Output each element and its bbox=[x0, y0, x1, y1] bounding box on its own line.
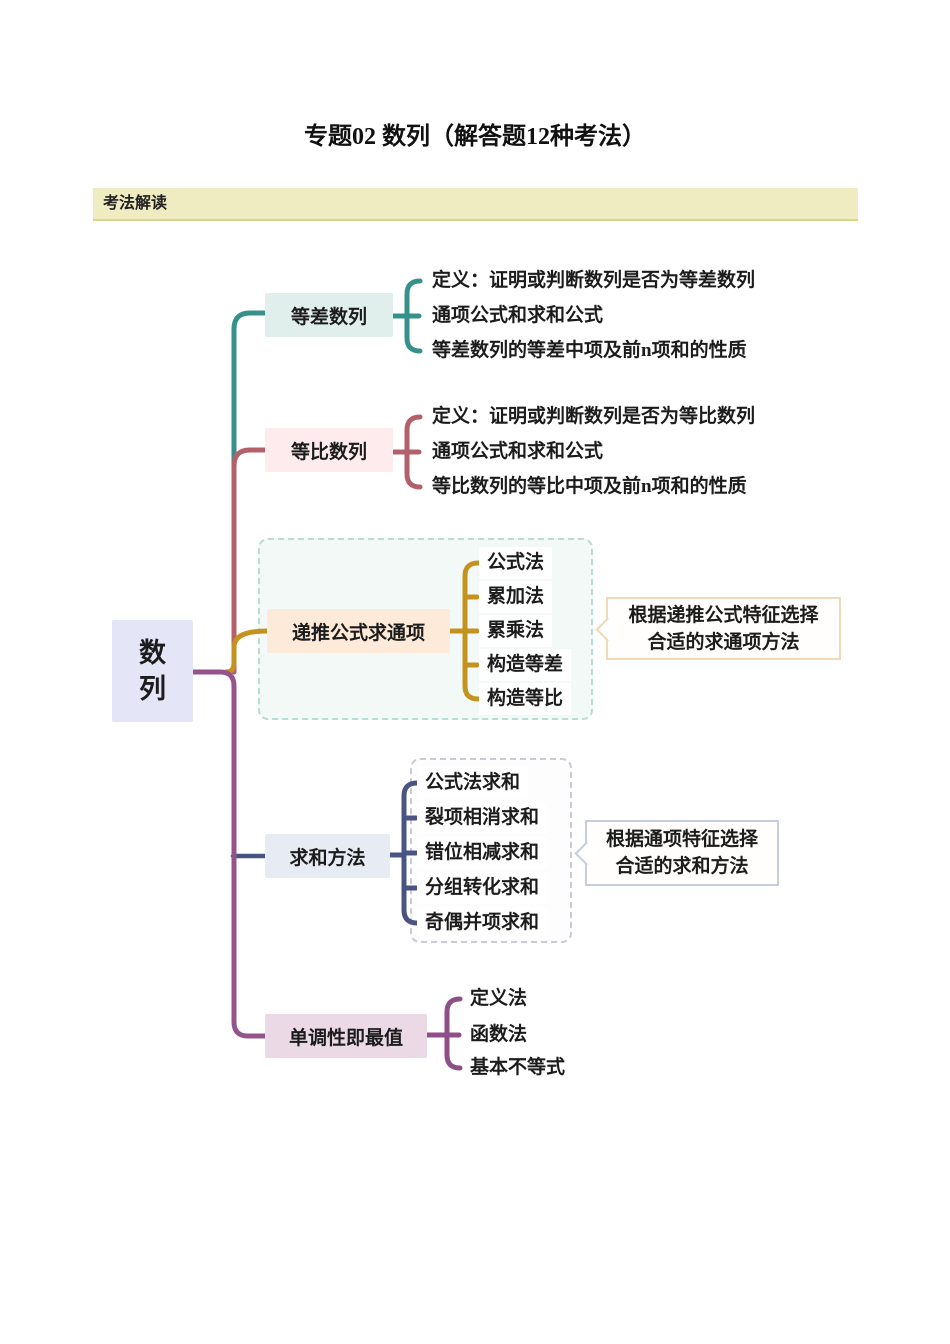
geometric-brace bbox=[390, 414, 423, 490]
root-node-char-1: 数 bbox=[139, 638, 166, 668]
leaf-item: 分组转化求和 bbox=[417, 872, 548, 904]
recursive-brace bbox=[447, 560, 481, 702]
note-summation-method-choice: 根据通项特征选择 合适的求和方法 bbox=[585, 820, 779, 886]
leaf-item: 裂项相消求和 bbox=[417, 802, 548, 834]
leaf-item: 通项公式和求和公式 bbox=[432, 305, 604, 326]
root-node-sequence: 数 列 bbox=[112, 620, 193, 722]
monotonic-brace bbox=[424, 996, 463, 1071]
note-line: 根据通项特征选择 bbox=[605, 829, 758, 850]
leaf-item: 累乘法 bbox=[479, 615, 553, 647]
branch-node-summation-methods: 求和方法 bbox=[265, 834, 390, 878]
leaf-item: 累加法 bbox=[479, 581, 553, 613]
page-title: 专题02 数列（解答题12种考法） bbox=[304, 124, 646, 150]
branch-node-monotonicity-extremum: 单调性即最值 bbox=[265, 1014, 427, 1058]
note-line: 合适的求和方法 bbox=[615, 856, 749, 877]
section-banner: 考法解读 bbox=[93, 188, 858, 221]
leaf-item: 函数法 bbox=[470, 1024, 528, 1045]
summation-brace bbox=[387, 780, 420, 926]
leaf-item: 基本不等式 bbox=[470, 1057, 566, 1078]
branch-node-recursive-formula: 递推公式求通项 bbox=[267, 609, 450, 653]
leaf-item: 公式法 bbox=[479, 547, 553, 579]
branch-node-geometric-sequence: 等比数列 bbox=[265, 428, 393, 472]
branch-node-label: 单调性即最值 bbox=[288, 1027, 403, 1049]
leaf-item: 通项公式和求和公式 bbox=[432, 441, 604, 462]
note-line: 根据递推公式特征选择 bbox=[628, 604, 819, 626]
leaf-item: 构造等比 bbox=[479, 683, 572, 715]
branch-node-arithmetic-sequence: 等差数列 bbox=[265, 293, 393, 337]
branch-node-label: 等差数列 bbox=[290, 306, 367, 328]
arithmetic-brace bbox=[390, 278, 423, 354]
leaf-item: 等差数列的等差中项及前n项和的性质 bbox=[432, 340, 747, 361]
root-node-char-2: 列 bbox=[139, 674, 166, 704]
leaf-item: 定义法 bbox=[470, 988, 528, 1009]
leaf-item: 错位相减求和 bbox=[417, 837, 548, 869]
branch-node-label: 求和方法 bbox=[289, 847, 366, 869]
branch-node-label: 递推公式求通项 bbox=[291, 622, 425, 644]
branch-node-label: 等比数列 bbox=[290, 441, 367, 463]
leaf-item: 构造等差 bbox=[479, 649, 572, 681]
leaf-item: 定义：证明或判断数列是否为等差数列 bbox=[432, 270, 756, 291]
leaf-item: 等比数列的等比中项及前n项和的性质 bbox=[432, 476, 747, 497]
note-line: 合适的求通项方法 bbox=[647, 631, 800, 653]
section-banner-label: 考法解读 bbox=[103, 195, 168, 212]
note-recursive-method-choice: 根据递推公式特征选择 合适的求通项方法 bbox=[606, 597, 841, 660]
leaf-item: 公式法求和 bbox=[417, 767, 529, 799]
leaf-item: 定义：证明或判断数列是否为等比数列 bbox=[432, 406, 756, 427]
leaf-item: 奇偶并项求和 bbox=[417, 907, 548, 939]
